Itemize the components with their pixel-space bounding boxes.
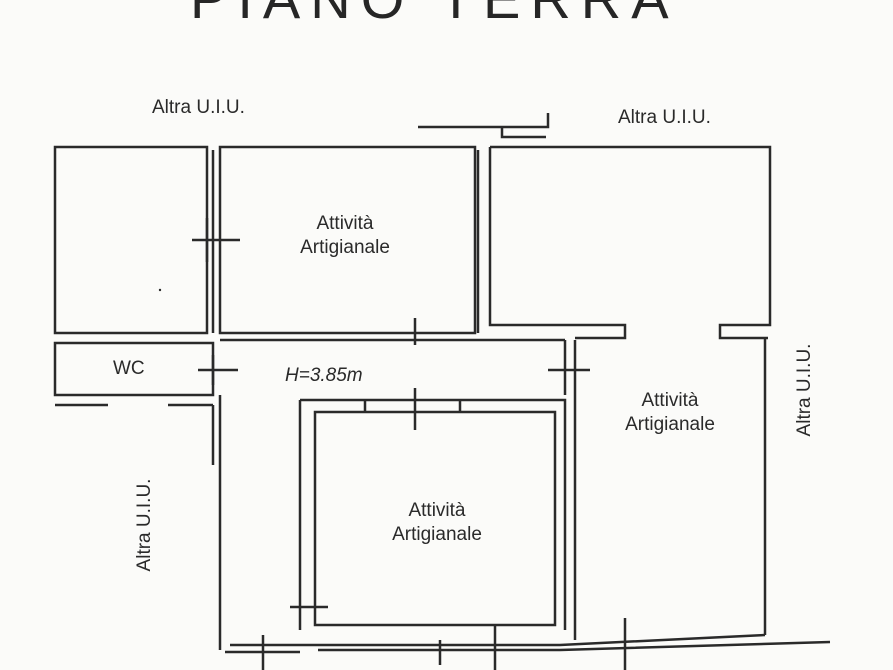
room-name-line2: Artigianale xyxy=(392,524,482,545)
wall-ground xyxy=(225,618,831,670)
wall-room-bottom xyxy=(290,388,567,630)
label-other-unit-top-left: Altra U.I.U. xyxy=(152,97,245,118)
wall-corridor xyxy=(211,338,590,650)
label-other-unit-top-right: Altra U.I.U. xyxy=(618,107,711,128)
plan-title: PIANO TERRA xyxy=(190,0,679,31)
ceiling-height-label: H=3.85m xyxy=(285,365,363,386)
room-name-line1: Attività xyxy=(408,500,466,521)
room-label-top: Attività Artigianale xyxy=(270,212,420,260)
label-other-unit-right: Altra U.I.U. xyxy=(794,343,815,437)
wall-room-top-right xyxy=(418,113,772,340)
wall-wc xyxy=(53,341,238,407)
wall-room-top-left xyxy=(53,145,215,335)
room-name-line1: Attività xyxy=(641,390,699,411)
room-label-bottom: Attività Artigianale xyxy=(362,499,512,547)
label-other-unit-left: Altra U.I.U. xyxy=(134,478,155,572)
wall-room-right xyxy=(573,338,767,640)
room-name-line2: Artigianale xyxy=(625,414,715,435)
room-label-right: Attività Artigianale xyxy=(595,389,745,437)
room-name-line2: Artigianale xyxy=(300,237,390,258)
room-label-wc: WC xyxy=(113,358,145,379)
room-name-line1: Attività xyxy=(316,213,374,234)
